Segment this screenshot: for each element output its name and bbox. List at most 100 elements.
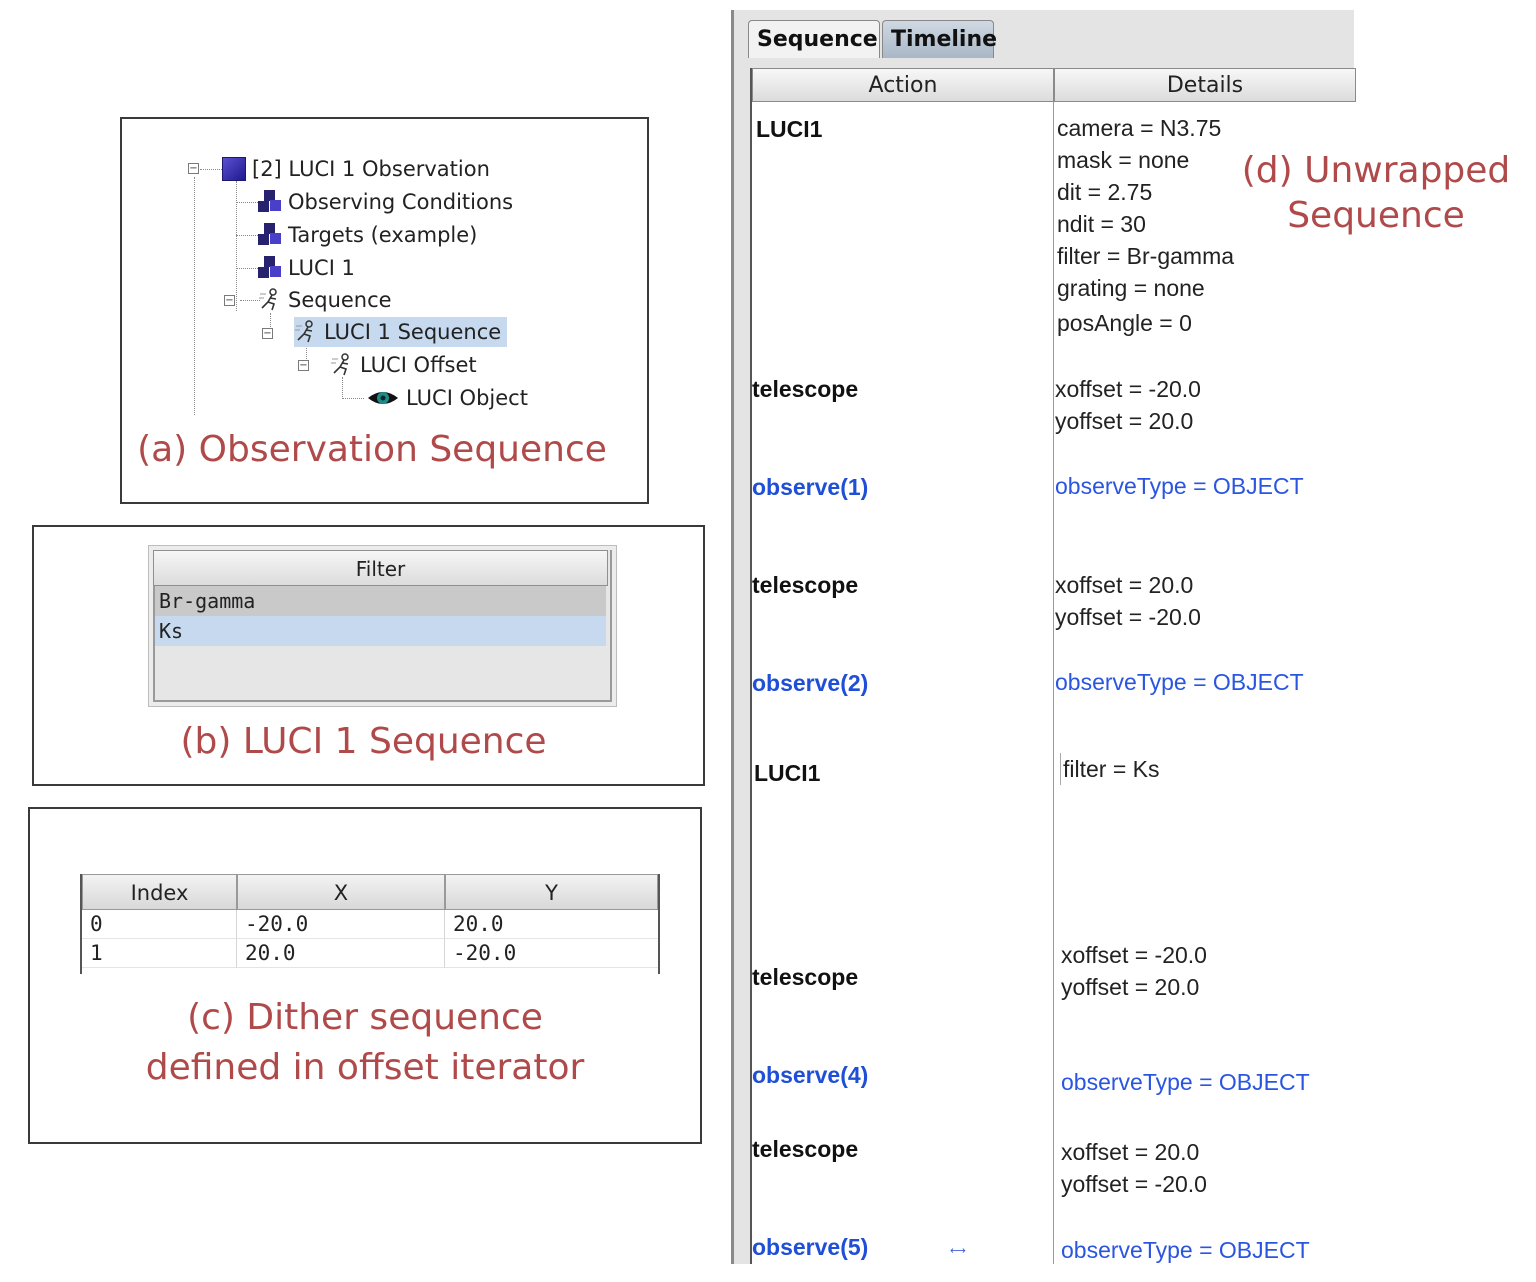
detail-line: xoffset = -20.0 (1055, 376, 1201, 402)
tree-node-label: LUCI 1 Sequence (324, 320, 502, 344)
filter-row[interactable]: Br-gamma (155, 586, 606, 616)
sequence-runner-icon (294, 320, 318, 344)
tree-expander-observation[interactable]: − (188, 163, 199, 174)
index-cell[interactable]: 0 (82, 910, 237, 939)
detail-line: observeType = OBJECT (1055, 473, 1304, 499)
details-cell[interactable]: xoffset = 20.0 yoffset = -20.0 (1061, 1136, 1207, 1200)
observation-tree-panel: − − − − [2] LUCI 1 Observation Observing… (120, 117, 649, 504)
detail-line: posAngle = 0 (1057, 310, 1192, 336)
tree-guide-line (194, 177, 195, 415)
details-cell[interactable]: xoffset = -20.0 yoffset = 20.0 (1061, 939, 1207, 1003)
action-column-header[interactable]: Action (752, 68, 1054, 102)
tab-timeline[interactable]: Timeline (882, 20, 997, 58)
tree-node-sequence[interactable]: Sequence (258, 285, 392, 315)
detail-line: xoffset = 20.0 (1055, 572, 1194, 598)
tree-guide-line (240, 300, 260, 301)
x-cell[interactable]: -20.0 (237, 910, 445, 939)
tree-node-targets[interactable]: Targets (example) (258, 220, 477, 250)
action-cell-observe[interactable]: observe(4) (752, 1062, 869, 1088)
tree-expander-sequence[interactable]: − (224, 295, 235, 306)
action-cell-observe[interactable]: observe(5) (752, 1234, 869, 1260)
details-cell[interactable]: observeType = OBJECT (1061, 1066, 1310, 1098)
tree-expander-luci-offset[interactable]: − (298, 360, 309, 371)
filter-table-body: Filter Br-gamma Ks (153, 550, 612, 702)
tree-node-luci-offset[interactable]: LUCI Offset (330, 350, 477, 380)
action-cell[interactable]: telescope (752, 1136, 859, 1162)
tree-node-observation[interactable]: [2] LUCI 1 Observation (222, 154, 490, 184)
action-cell-observe[interactable]: observe(1) (752, 474, 869, 500)
tree-node-label: Targets (example) (288, 223, 478, 247)
panel-d-caption-line2: Sequence (1287, 195, 1465, 236)
detail-line: observeType = OBJECT (1061, 1069, 1310, 1095)
tree-guide-line (306, 345, 307, 367)
panel-c-caption-line2: defined in offset iterator (145, 1047, 585, 1089)
luci1-sequence-panel: Filter Br-gamma Ks (b) LUCI 1 Sequence (32, 525, 705, 786)
panel-c-caption-line1: (c) Dither sequence (187, 997, 543, 1038)
detail-line: observeType = OBJECT (1061, 1237, 1310, 1263)
tree-node-label: LUCI 1 (288, 256, 355, 280)
sequence-table: Action Details LUCI1 camera = N3.75 mask… (750, 68, 1356, 1264)
tree-node-label: LUCI Object (406, 386, 528, 410)
tab-sequence[interactable]: Sequence (748, 20, 880, 58)
panel-b-caption: (b) LUCI 1 Sequence (180, 721, 547, 762)
tree-expander-luci1-sequence[interactable]: − (262, 328, 273, 339)
filter-row-selected[interactable]: Ks (155, 616, 606, 646)
tree-guide-line (236, 268, 258, 269)
detail-line: camera = N3.75 (1057, 115, 1222, 141)
index-column-header[interactable]: Index (82, 874, 237, 910)
panel-d-caption: (d) Unwrapped Sequence (1226, 148, 1526, 238)
detail-line: yoffset = 20.0 (1061, 974, 1200, 1000)
y-cell[interactable]: 20.0 (445, 910, 658, 939)
details-cell[interactable]: observeType = OBJECT (1055, 470, 1304, 502)
tree-node-label: LUCI Offset (360, 353, 477, 377)
tree-guide-line (200, 169, 222, 170)
component-icon (258, 256, 282, 280)
tree-node-luci1-sequence[interactable]: LUCI 1 Sequence (294, 317, 508, 347)
x-column-header[interactable]: X (237, 874, 445, 910)
observation-icon (222, 157, 246, 181)
details-cell[interactable]: observeType = OBJECT (1061, 1234, 1310, 1266)
tree-guide-line (342, 398, 364, 399)
action-cell[interactable]: telescope (752, 376, 859, 402)
tree-node-luci1[interactable]: LUCI 1 (258, 253, 355, 283)
unwrapped-sequence-panel: Sequence Timeline Action Details LUCI1 c… (731, 10, 1356, 1264)
detail-line: xoffset = 20.0 (1061, 1139, 1200, 1165)
details-cell[interactable]: camera = N3.75 mask = none dit = 2.75 nd… (1057, 112, 1234, 339)
resize-cursor-icon: ⟷ (950, 1244, 966, 1257)
action-cell[interactable]: telescope (752, 964, 859, 990)
tree-guide-line (236, 202, 258, 203)
index-cell[interactable]: 1 (82, 939, 237, 968)
action-cell[interactable]: telescope (752, 572, 859, 598)
tree-guide-line (236, 235, 258, 236)
y-column-header[interactable]: Y (445, 874, 658, 910)
details-column-header[interactable]: Details (1054, 68, 1356, 102)
offset-table: Index X Y 0 -20.0 20.0 1 20.0 -20.0 (80, 874, 660, 974)
filter-column-header[interactable]: Filter (153, 550, 608, 586)
details-cell[interactable]: xoffset = 20.0 yoffset = -20.0 (1055, 569, 1201, 633)
tree-node-label: Observing Conditions (288, 190, 514, 214)
detail-line: filter = Br-gamma (1057, 243, 1235, 269)
eye-icon (366, 386, 400, 410)
tree-guide-line (270, 313, 271, 333)
detail-line: ndit = 30 (1057, 211, 1146, 237)
tree-guide-line (236, 181, 237, 311)
sequence-runner-icon (330, 353, 354, 377)
detail-line: yoffset = -20.0 (1055, 604, 1201, 630)
detail-line: grating = none (1057, 275, 1205, 301)
x-cell[interactable]: 20.0 (237, 939, 445, 968)
tree-node-observing-conditions[interactable]: Observing Conditions (258, 187, 513, 217)
component-icon (258, 190, 282, 214)
details-cell[interactable]: xoffset = -20.0 yoffset = 20.0 (1055, 373, 1201, 437)
tree-node-luci-object[interactable]: LUCI Object (366, 383, 528, 413)
details-cell[interactable]: filter = Ks (1060, 753, 1160, 785)
y-cell[interactable]: -20.0 (445, 939, 658, 968)
tree-node-label: Sequence (288, 288, 392, 312)
detail-line: observeType = OBJECT (1055, 669, 1304, 695)
column-separator (1053, 102, 1054, 1264)
action-cell[interactable]: LUCI1 (754, 760, 821, 786)
panel-a-caption: (a) Observation Sequence (137, 429, 607, 470)
action-cell-observe[interactable]: observe(2) (752, 670, 869, 696)
detail-line: yoffset = -20.0 (1061, 1171, 1207, 1197)
action-cell[interactable]: LUCI1 (756, 116, 823, 142)
details-cell[interactable]: observeType = OBJECT (1055, 666, 1304, 698)
